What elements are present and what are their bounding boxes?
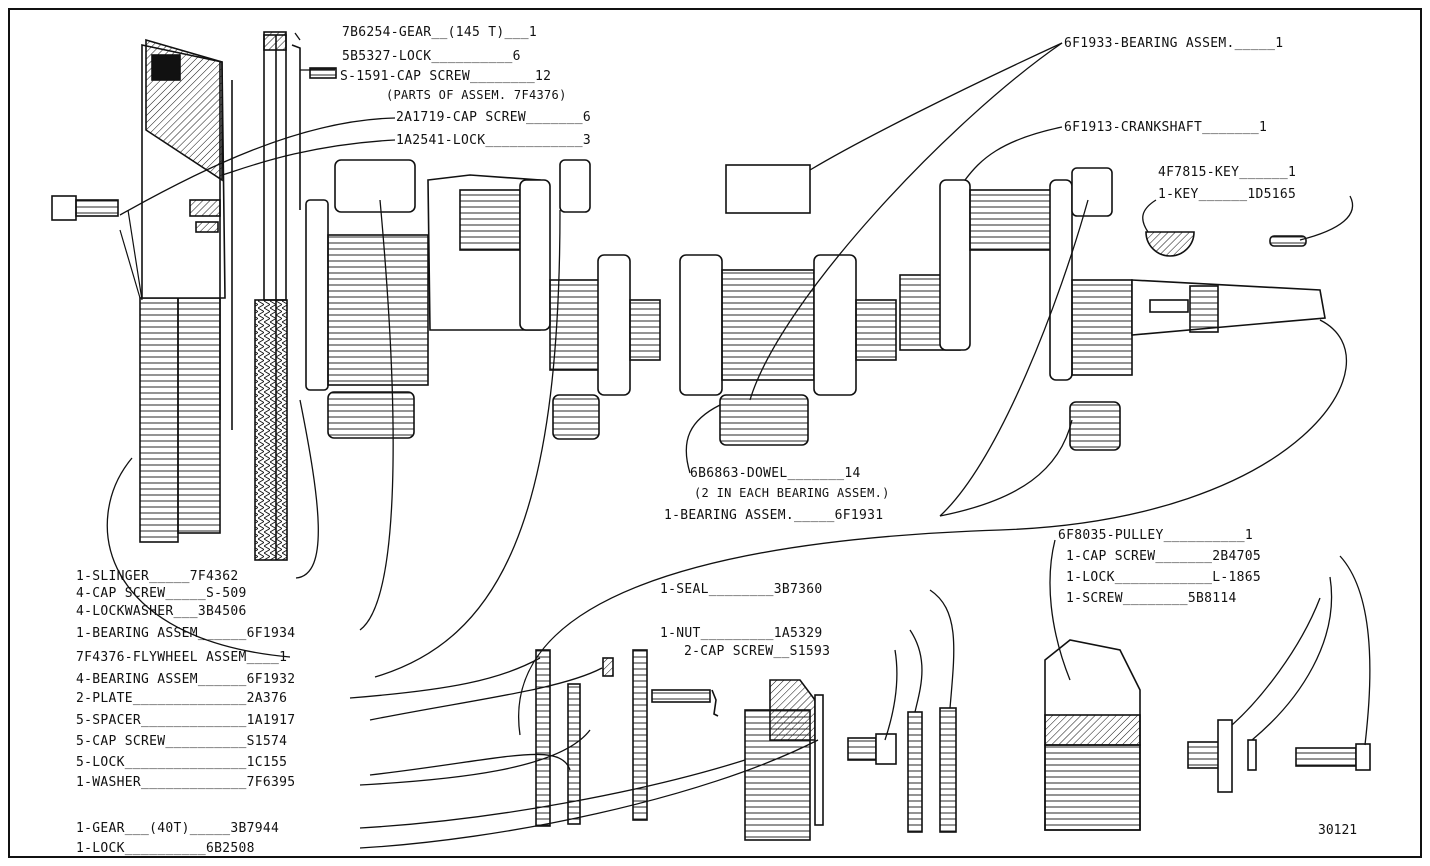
pulley-drawing [1044,639,1371,831]
callout-key-4f: 4F7815-KEY______1 [1158,165,1297,180]
ring-gear-drawing [254,31,337,561]
callout-key-1d: 1-KEY______1D5165 [1158,187,1297,202]
callout-slinger: 1-SLINGER_____7F4362 [76,569,239,584]
callout-cap-screw-2a: 2A1719-CAP SCREW_______6 [396,110,592,125]
callout-bearing-6f1934: 1-BEARING ASSEM______6F1934 [76,626,296,641]
callout-cap-screw-pulley: 1-CAP SCREW_______2B4705 [1066,549,1262,564]
callout-dowel: 6B6863-DOWEL_______14 [690,466,861,481]
callout-crankshaft: 6F1913-CRANKSHAFT_______1 [1064,120,1268,135]
callout-lock-top: 5B5327-LOCK__________6 [342,49,521,64]
callout-plate: 2-PLATE______________2A376 [76,691,288,706]
callout-cap-screw-s1574: 5-CAP SCREW__________S1574 [76,734,288,749]
callout-bearing-6f1932: 4-BEARING ASSEM______6F1932 [76,672,296,687]
leader-lines [106,32,1371,849]
callout-lock-1c155: 5-LOCK_______________1C155 [76,755,288,770]
callout-pulley: 6F8035-PULLEY__________1 [1058,528,1254,543]
callout-lockwasher: 4-LOCKWASHER___3B4506 [76,604,247,619]
front-parts-drawing [535,649,957,841]
callout-flywheel: 7F4376-FLYWHEEL ASSEM____1 [76,650,288,665]
callout-cap-screw-s509: 4-CAP SCREW_____S-509 [76,586,247,601]
callout-dowel-note: (2 IN EACH BEARING ASSEM.) [694,486,890,500]
callout-lock-1a: 1A2541-LOCK____________3 [396,133,592,148]
callout-screw-pulley: 1-SCREW________5B8114 [1066,591,1237,606]
callout-spacer: 5-SPACER_____________1A1917 [76,713,296,728]
callout-bearing-mid: 1-BEARING ASSEM._____6F1931 [664,508,884,523]
callout-nut: 1-NUT_________1A5329 [660,626,823,641]
callout-gear-top: 7B6254-GEAR__(145 T)___1 [342,25,538,40]
callout-cap-screw-s1593: 2-CAP SCREW__S1593 [684,644,831,659]
keys-drawing [1145,231,1307,257]
bearing-shells-drawing [327,159,1121,451]
callout-cap-screw-top: S-1591-CAP SCREW________12 [340,69,552,84]
crankshaft-drawing [305,174,1326,396]
flywheel-assembly-drawing [51,38,233,543]
callout-seal: 1-SEAL________3B7360 [660,582,823,597]
sheet-border [8,8,1422,858]
callout-lock-pulley: 1-LOCK____________L-1865 [1066,570,1262,585]
callout-lock-6b2508: 1-LOCK__________6B2508 [76,841,255,856]
callout-gear-40t: 1-GEAR___(40T)_____3B7944 [76,821,280,836]
callout-parts-of-assem: (PARTS OF ASSEM. 7F4376) [386,88,567,102]
figure-number: 30121 [1318,823,1358,838]
callout-bearing-top: 6F1933-BEARING ASSEM._____1 [1064,36,1284,51]
callout-washer: 1-WASHER_____________7F6395 [76,775,296,790]
